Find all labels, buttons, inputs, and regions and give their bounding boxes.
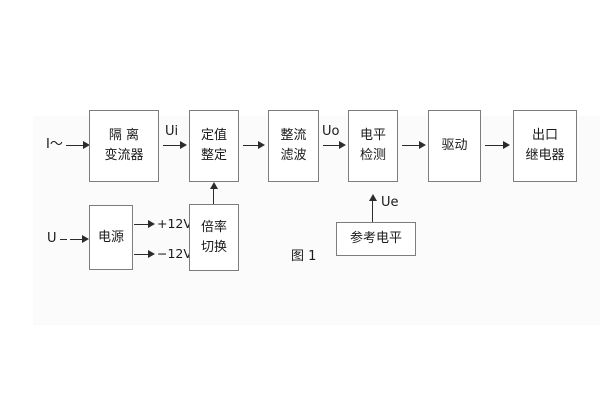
wire-voltage-dash [60,239,67,240]
wire-setting-to-rectify [243,145,260,146]
wire-rail-neg [134,254,150,255]
block-output-relay[interactable]: 出口 继电器 [513,110,577,182]
block-isolation-ct-line-2: 变流器 [104,148,144,163]
figure-caption: 图 1 [291,249,317,264]
arrowhead-rail-neg [148,250,155,258]
block-power-supply-line-1: 电源 [97,229,124,245]
arrowhead-level-to-drive [419,141,426,149]
wire-voltage-to-power [70,239,84,240]
block-power-supply[interactable]: 电源 [89,205,133,270]
block-isolation-ct-line-1: 隔 离 [108,128,140,144]
block-output-relay-line-2: 继电器 [525,148,565,163]
arrowhead-setting-to-rectify [258,141,265,149]
block-reference-level[interactable]: 参考电平 [336,222,416,256]
block-rectify-filter-line-2: 滤波 [280,148,307,163]
block-level-detect-line-2: 检测 [359,148,386,163]
block-setting-value[interactable]: 定值 整定 [189,110,239,182]
input-label-current: I～ [46,137,63,152]
block-multiplier-switch-line-1: 倍率 [200,219,227,235]
block-reference-level-line-1: 参考电平 [349,231,402,247]
input-label-voltage: U [47,231,57,246]
block-rectify-filter[interactable]: 整流 滤波 [268,110,319,182]
wire-drive-to-relay [485,145,505,146]
arrowhead-rail-pos [148,220,155,228]
block-setting-value-line-2: 整定 [200,148,227,163]
arrowhead-uo [339,141,346,149]
wire-current-to-isolation [66,145,86,146]
block-multiplier-switch-line-2: 切换 [200,239,227,255]
rail-label-pos: +12V [157,216,192,231]
arrowhead-voltage-input [82,235,89,243]
arrowhead-current-input [83,141,90,149]
wire-rail-pos [134,224,150,225]
signal-label-ue: Ue [381,195,399,210]
wire-rectify-to-level [323,145,341,146]
wire-level-to-drive [402,145,421,146]
signal-label-ui: Ui [165,124,179,139]
block-rectify-filter-line-1: 整流 [280,128,307,144]
arrowhead-ui [180,141,187,149]
signal-label-uo: Uo [322,124,340,139]
block-isolation-ct[interactable]: 隔 离 变流器 [89,110,159,182]
block-output-relay-line-1: 出口 [531,128,558,144]
block-drive[interactable]: 驱动 [428,110,481,182]
arrowhead-ue [369,194,377,201]
block-level-detect-line-1: 电平 [359,128,386,144]
wire-multiplier-to-setting [213,186,214,204]
block-setting-value-line-1: 定值 [200,128,227,144]
block-level-detect[interactable]: 电平 检测 [348,110,398,182]
arrowhead-drive-to-relay [503,141,510,149]
wire-isolation-to-setting [163,145,182,146]
block-drive-line-1: 驱动 [441,138,468,154]
arrowhead-multiplier-to-setting [210,182,218,189]
rail-label-neg: −12V [157,246,192,261]
wire-reference-to-level [372,200,373,222]
block-multiplier-switch[interactable]: 倍率 切换 [189,204,239,271]
